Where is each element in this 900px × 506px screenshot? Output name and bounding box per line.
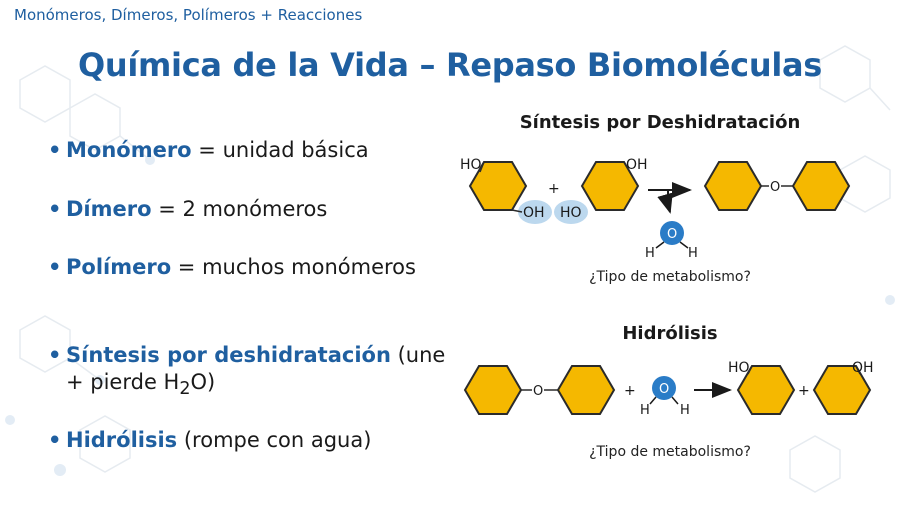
monomer-ring	[812, 365, 872, 415]
bullet-dot-icon: •	[48, 428, 62, 452]
bullet-dimero: •Dímero = 2 monómeros	[46, 196, 446, 223]
bullet-monomero: •Monómero = unidad básica	[46, 137, 446, 164]
synthesis-reaction: HO OH + HO OH O H H O	[460, 157, 851, 261]
dimer-ring	[463, 365, 523, 415]
bullet-term: Dímero	[66, 197, 152, 221]
water-o-label: O	[667, 227, 677, 242]
water-h-label: H	[640, 403, 650, 418]
bullet-term: Monómero	[66, 138, 192, 162]
bullet-text: (rompe con agua)	[177, 428, 372, 452]
water-h-label: H	[645, 246, 655, 261]
ho-label: HO	[560, 205, 582, 221]
water-h-label: H	[680, 403, 690, 418]
bullet-text: = muchos monómeros	[171, 255, 416, 279]
hydrolysis-reaction: O + O H H HO + OH	[463, 360, 874, 418]
monomer-ring	[580, 161, 640, 211]
header-label: Monómeros, Dímeros, Polímeros + Reaccion…	[14, 6, 363, 24]
bullet-subscript: 2	[179, 379, 191, 400]
hydrolysis-question: ¿Tipo de metabolismo?	[589, 444, 751, 460]
ho-label: HO	[728, 360, 750, 376]
water-release-arrow	[657, 189, 673, 214]
bullet-sintesis: •Síntesis por deshidratación (une + pier…	[46, 342, 446, 403]
oh-highlight	[518, 200, 552, 224]
plus-sign: +	[624, 383, 636, 399]
synthesis-title: Síntesis por Deshidratación	[519, 112, 801, 133]
bullet-dot-icon: •	[48, 138, 62, 162]
ho-label: HO	[460, 157, 482, 173]
oh-label: OH	[626, 157, 648, 173]
page-title: Química de la Vida – Repaso Biomoléculas	[77, 46, 823, 84]
bullet-polimero: •Polímero = muchos monómeros	[46, 254, 446, 281]
dimer-ring	[791, 161, 851, 211]
oh-label: OH	[852, 360, 874, 376]
ho-highlight	[554, 200, 588, 224]
bullet-dot-icon: •	[48, 343, 62, 367]
bullet-text: = 2 monómeros	[151, 197, 328, 221]
bullet-text-end: O)	[190, 370, 216, 394]
synthesis-question: ¿Tipo de metabolismo?	[589, 269, 751, 285]
oh-label: OH	[523, 205, 545, 221]
water-oxygen	[660, 221, 684, 245]
dimer-ring	[703, 161, 763, 211]
bullet-term: Hidrólisis	[66, 428, 178, 452]
bullet-text: = unidad básica	[191, 138, 369, 162]
water-h-label: H	[688, 246, 698, 261]
bridge-oxygen-label: O	[770, 180, 780, 195]
plus-sign: +	[548, 181, 560, 197]
plus-sign: +	[798, 383, 810, 399]
hydrolysis-title: Hidrólisis	[622, 323, 718, 344]
bullet-hidrolisis: •Hidrólisis (rompe con agua)	[46, 427, 446, 454]
water-o-label: O	[659, 382, 669, 397]
bullet-term: Síntesis por deshidratación	[66, 343, 391, 367]
bullet-dot-icon: •	[48, 197, 62, 221]
water-oxygen	[652, 376, 676, 400]
dimer-ring	[556, 365, 616, 415]
bullet-term: Polímero	[66, 255, 172, 279]
bullet-dot-icon: •	[48, 255, 62, 279]
bullet-text: (une + pierde H	[66, 343, 446, 394]
bridge-oxygen-label: O	[533, 384, 543, 399]
